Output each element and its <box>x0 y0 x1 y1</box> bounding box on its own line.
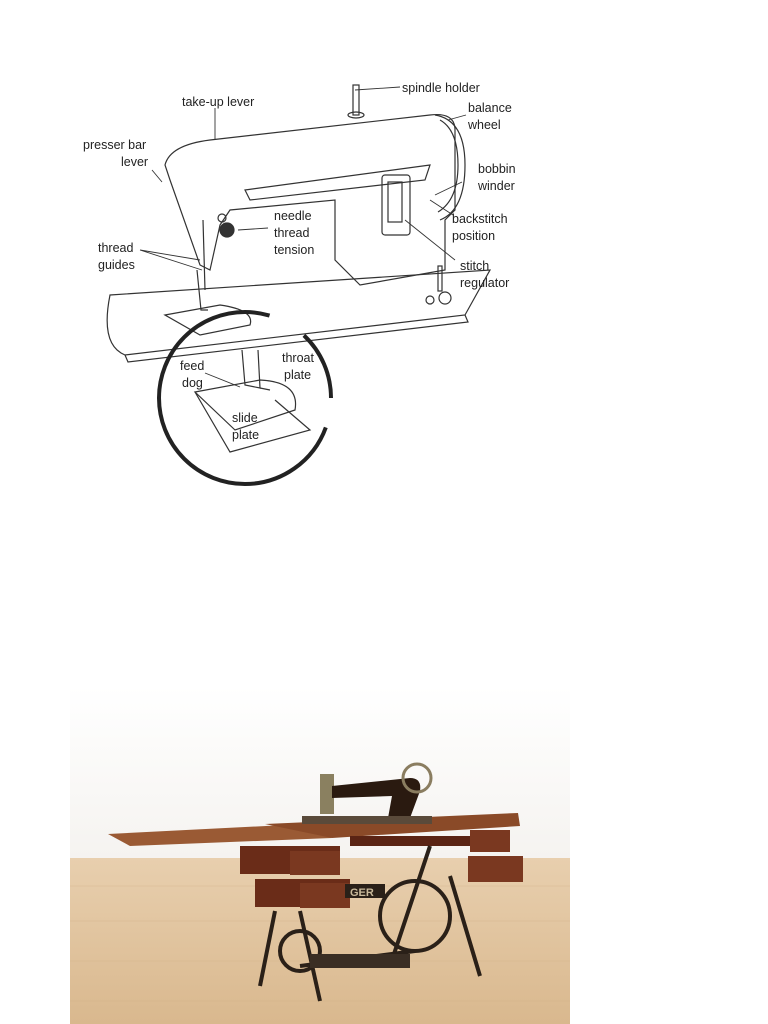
label-stitch-regulator-line1: stitch <box>460 259 490 273</box>
machine-line-art <box>106 84 492 486</box>
label-feed-dog-line1: feed <box>180 359 205 373</box>
label-needle-thread-tension-line1: needle <box>274 209 312 223</box>
label-bobbin-winder-line1: bobbin <box>478 162 516 176</box>
label-throat-plate-line1: throat <box>282 351 314 365</box>
label-throat-plate-line2: plate <box>284 368 312 382</box>
label-backstitch-position-line1: backstitch <box>452 212 508 226</box>
label-stitch-regulator-line2: regulator <box>460 276 510 290</box>
antique-sewing-machine-photo: GER <box>70 686 570 1024</box>
label-thread-guides-line1: thread <box>98 241 134 255</box>
label-balance-wheel-line2: wheel <box>468 118 501 132</box>
treadle-text: GER <box>350 887 374 899</box>
label-slide-plate-line1: slide <box>232 411 258 425</box>
label-thread-guides-line2: guides <box>98 258 135 272</box>
label-backstitch-position-line2: position <box>452 229 496 243</box>
label-presser-bar-lever-line2: lever <box>121 155 149 169</box>
label-spindle-holder: spindle holder <box>402 81 480 95</box>
label-needle-thread-tension-line2: thread <box>274 226 310 240</box>
label-balance-wheel-line1: balance <box>468 101 512 115</box>
sewing-machine-diagram: spindle holder take-up lever balance whe… <box>70 70 540 490</box>
label-slide-plate-line2: plate <box>232 428 260 442</box>
label-feed-dog-line2: dog <box>182 376 203 390</box>
label-needle-thread-tension-line3: tension <box>274 243 315 257</box>
photo-illustration: GER <box>70 686 570 1024</box>
label-bobbin-winder-line2: winder <box>478 179 515 193</box>
label-take-up-lever: take-up lever <box>182 95 255 109</box>
label-presser-bar-lever-line1: presser bar <box>83 138 147 152</box>
